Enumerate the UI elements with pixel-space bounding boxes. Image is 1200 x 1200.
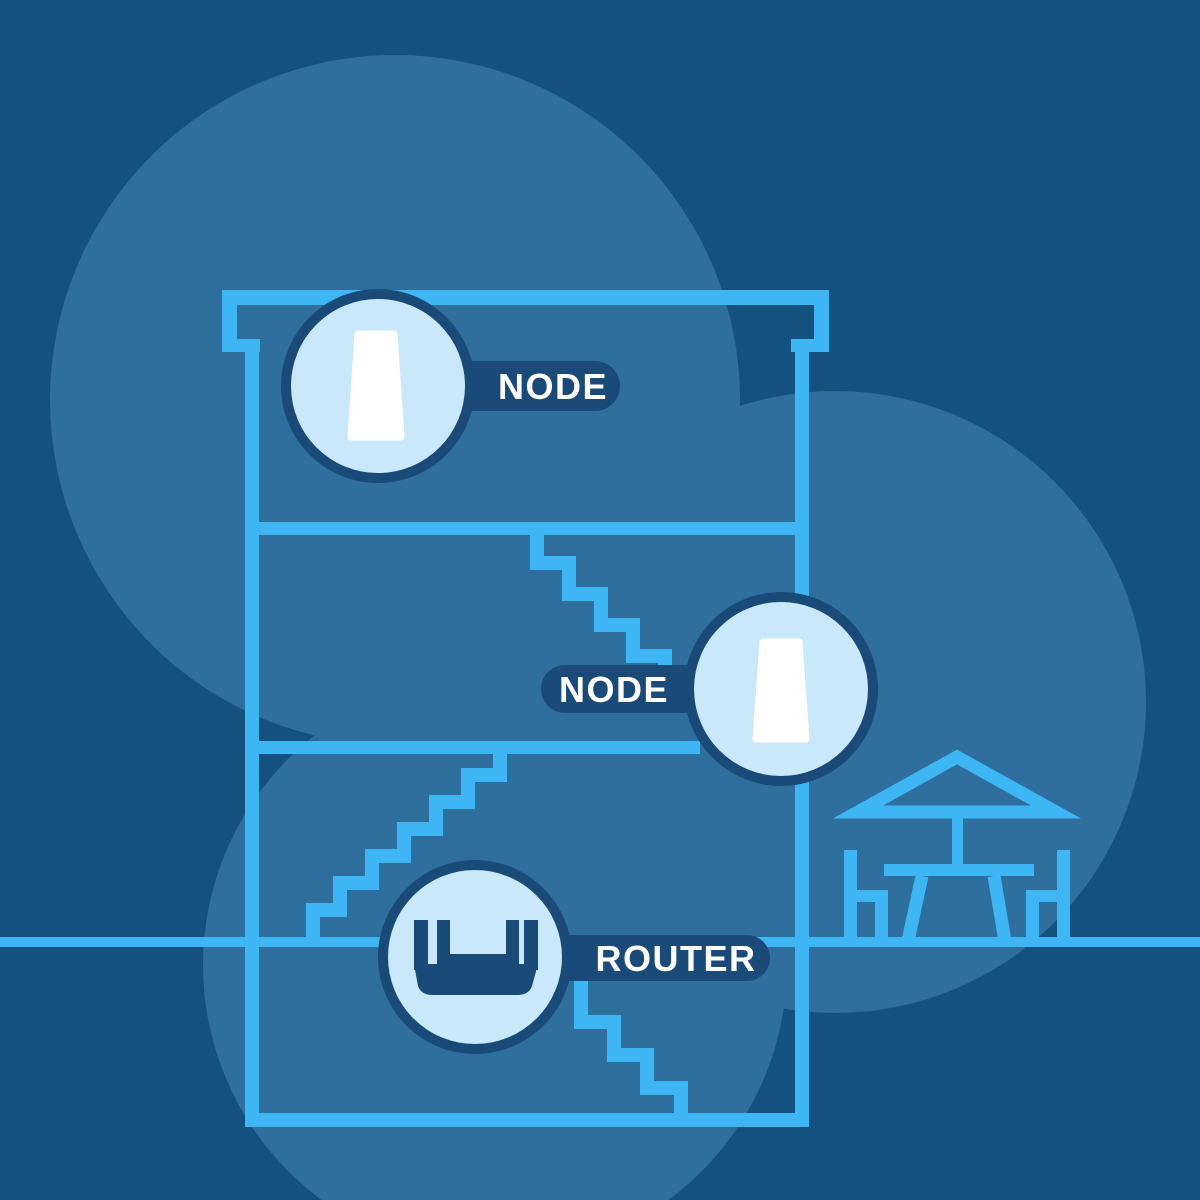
device-node-top (281, 289, 475, 483)
house-eave-left (222, 290, 237, 352)
chair-seat (844, 890, 888, 902)
patio-table-icon (884, 864, 1034, 876)
house-floor-line-upper (252, 522, 798, 535)
router-body (414, 964, 538, 995)
stairs-basement (574, 977, 688, 1121)
device-node-middle (684, 592, 878, 786)
router-antenna (524, 920, 538, 970)
chair-seat (1026, 890, 1070, 902)
patio-set (832, 749, 1082, 943)
router-top-bar (437, 954, 519, 966)
table-leg-right (987, 874, 1012, 943)
chair-left-icon (844, 850, 888, 940)
router-label: ROUTER (596, 938, 757, 979)
house-roof-line (222, 290, 829, 305)
umbrella-pole (952, 812, 963, 868)
stairs-ground-floor (306, 744, 507, 947)
mesh-node-icon (752, 638, 810, 743)
router-antenna (506, 920, 519, 962)
house-base-line (245, 1113, 809, 1127)
router-label-pill (520, 935, 770, 981)
house-wall-left (245, 339, 259, 1127)
house-outline (222, 290, 829, 1127)
router-antenna (437, 920, 450, 962)
table-leg-left (901, 874, 929, 943)
router-icon (414, 920, 538, 995)
chair-leg (1026, 900, 1039, 940)
device-router (378, 860, 572, 1054)
mesh-node-icon (347, 330, 405, 441)
router-antenna (414, 920, 428, 970)
chair-right-icon (1026, 850, 1070, 940)
node-top-label: NODE (498, 366, 608, 407)
chair-leg (875, 900, 888, 940)
node-middle-label-pill (541, 665, 717, 713)
house-floor-line-lower (252, 741, 700, 754)
house-eave-right (814, 290, 829, 352)
node-middle-label: NODE (559, 669, 669, 710)
